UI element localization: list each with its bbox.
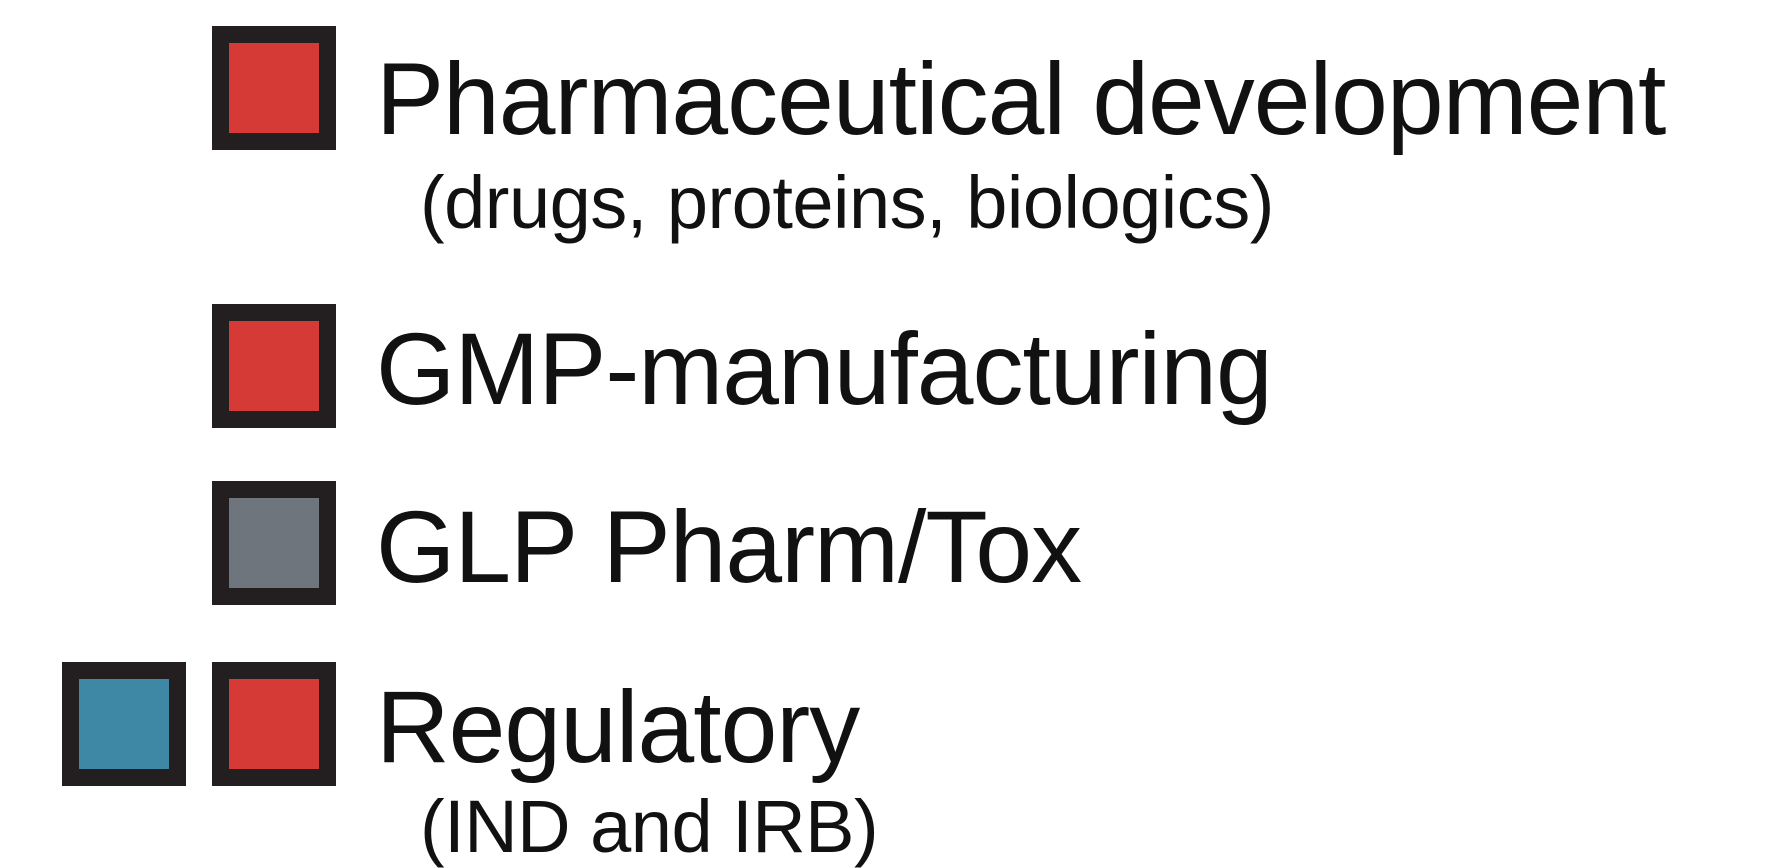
legend-swatch-regulatory-red [212,662,336,786]
legend-swatch-pharmaceutical-development [212,26,336,150]
legend-label-regulatory: Regulatory [376,670,860,784]
legend-sublabel-regulatory: (IND and IRB) [420,785,879,868]
legend-swatch-regulatory-blue [62,662,186,786]
legend-label-gmp-manufacturing: GMP-manufacturing [376,312,1273,426]
legend-swatch-gmp-manufacturing [212,304,336,428]
legend-swatch-glp-pharm-tox [212,481,336,605]
legend-label-glp-pharm-tox: GLP Pharm/Tox [376,490,1082,604]
legend-sublabel-pharmaceutical-development: (drugs, proteins, biologics) [420,161,1274,244]
legend-label-pharmaceutical-development: Pharmaceutical development [376,42,1666,156]
